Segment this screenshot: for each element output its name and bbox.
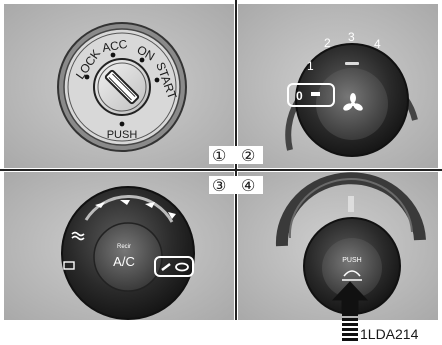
fan-off-icon	[311, 92, 320, 96]
marker-1: ①	[212, 148, 226, 165]
fan-off-label: 0	[296, 89, 303, 103]
figure-code: 1LDA214	[360, 326, 419, 342]
marker-3: ③	[212, 178, 226, 195]
ac-knob: Recir A/C	[62, 187, 194, 319]
marker-4: ④	[241, 178, 255, 195]
push-dot	[120, 122, 125, 127]
ac-recir-label: Recir	[117, 244, 131, 250]
push-knob-label: PUSH	[342, 257, 361, 264]
fan-speed-2: 2	[324, 36, 331, 50]
ac-label: A/C	[113, 254, 135, 269]
ignition-switch: LOCK ACC ON START PUSH	[58, 23, 186, 151]
fan-speed-4: 4	[374, 37, 381, 51]
label-push: PUSH	[107, 129, 138, 141]
fan-speed-3: 3	[348, 30, 355, 44]
marker-2: ②	[241, 148, 255, 165]
fan-speed-1: 1	[307, 59, 314, 73]
